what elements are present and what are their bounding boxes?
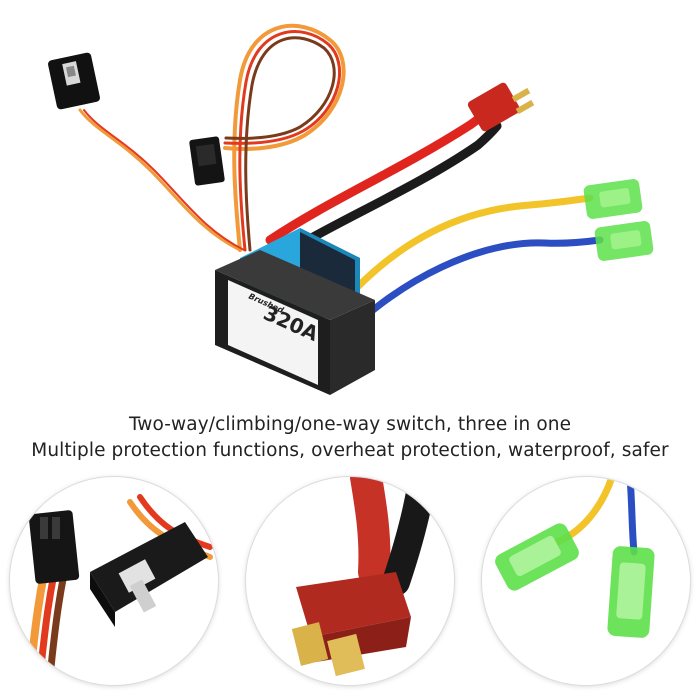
- esc-body: [215, 228, 375, 395]
- detail-motor-terminals: [482, 477, 690, 685]
- esc-product-photo: Brushed 320A: [48, 23, 654, 395]
- detail-servo-switch: [10, 477, 218, 685]
- motor-terminals: [583, 179, 654, 261]
- caption-line-1: Two-way/climbing/one-way switch, three i…: [128, 414, 572, 435]
- power-switch: [48, 52, 100, 110]
- deans-connector: [467, 82, 535, 132]
- servo-connector: [189, 136, 225, 186]
- servo-lead: [78, 23, 346, 252]
- caption-line-2: Multiple protection functions, overheat …: [31, 440, 669, 461]
- motor-leads: [341, 194, 604, 339]
- detail-deans-connector: [246, 477, 454, 685]
